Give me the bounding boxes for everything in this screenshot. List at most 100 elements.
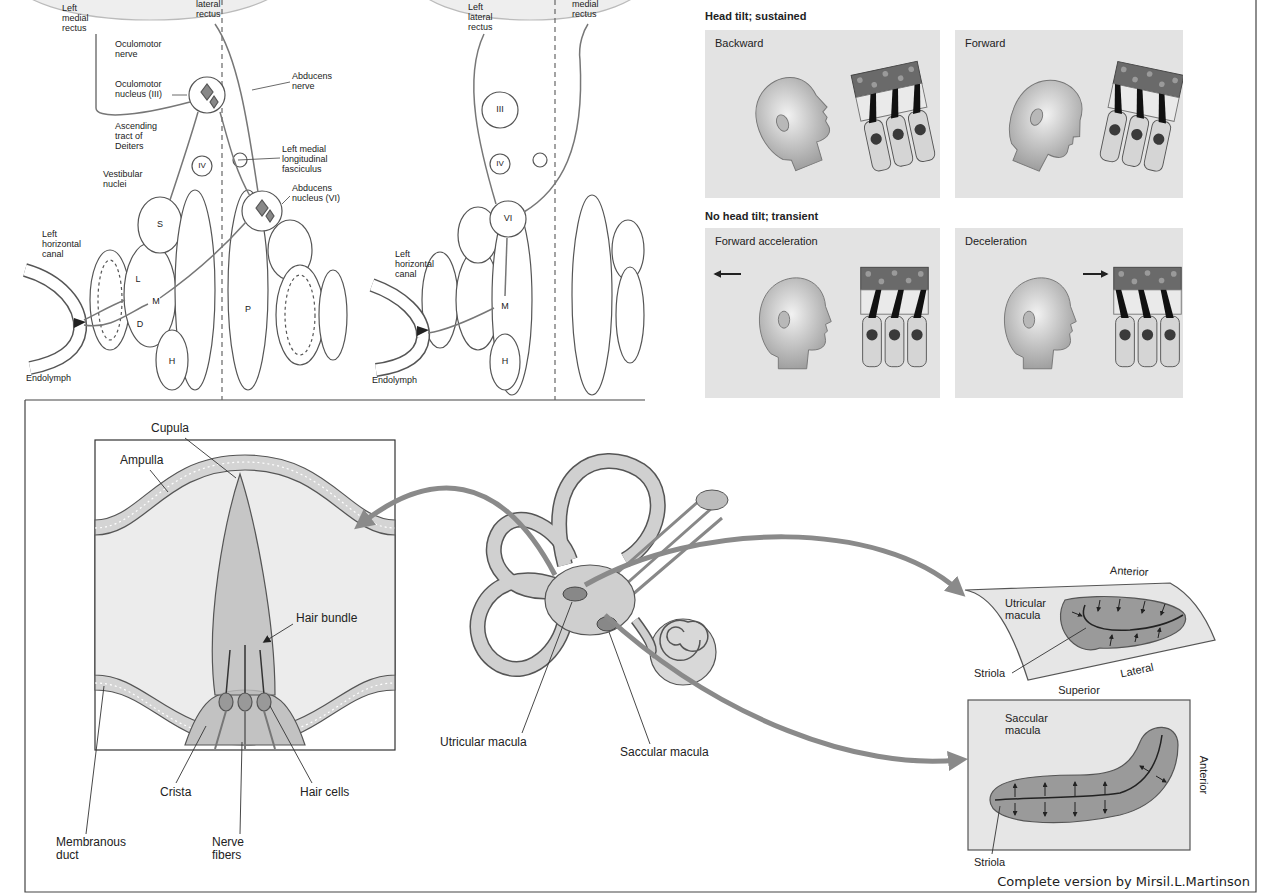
brainstem-circuit xyxy=(372,0,650,400)
pointer-arrow xyxy=(362,488,555,575)
part-label: Utricular macula xyxy=(1005,597,1057,621)
part-label: Crista xyxy=(160,786,191,799)
part-label: Nerve fibers xyxy=(212,836,262,862)
muscle-label: Left lateral rectus xyxy=(468,3,504,33)
nucleus-letter: VI xyxy=(504,214,513,224)
part-label: Left horizontal canal xyxy=(395,250,440,280)
panel-illustration xyxy=(705,228,940,398)
polarity-arrow xyxy=(1072,599,1165,646)
polarity-arrow xyxy=(1045,783,1046,796)
nucleus-letter: L xyxy=(135,275,140,285)
brainstem-circuit xyxy=(192,156,212,176)
part-label: Saccular macula xyxy=(1005,712,1065,736)
hair-cell-figure xyxy=(861,267,929,366)
polarity-arrow xyxy=(1075,782,1076,796)
neural-pathway xyxy=(220,112,250,196)
polarity-arrow xyxy=(1140,766,1150,772)
head-figure xyxy=(759,278,831,369)
saccular-macula xyxy=(995,735,1162,800)
part-label: Cupula xyxy=(151,422,189,435)
head-figure xyxy=(1004,278,1076,369)
saccular-macula xyxy=(968,700,1190,850)
leader-line xyxy=(252,82,290,90)
brainstem-circuit xyxy=(138,197,182,253)
brainstem-circuit xyxy=(98,260,122,340)
inner-ear xyxy=(563,587,587,601)
head-figure xyxy=(744,67,845,178)
inner-ear xyxy=(660,620,708,660)
credit-note: Complete version by Mirsil.L.Martinson xyxy=(997,875,1250,889)
pointer-arrow xyxy=(605,615,958,761)
part-label: Striola xyxy=(974,667,1005,679)
polarity-arrow xyxy=(1110,635,1112,646)
inner-ear xyxy=(545,565,635,635)
panel-illustration xyxy=(955,30,1183,198)
panel-label: Deceleration xyxy=(955,228,1037,254)
part-label: Hair cells xyxy=(300,786,349,799)
frame-line xyxy=(25,0,1256,892)
polarity-arrow xyxy=(1045,802,1046,816)
muscle-label: medial rectus xyxy=(572,0,612,20)
brainstem-circuit xyxy=(189,77,225,113)
panel-label: Backward xyxy=(705,30,773,56)
inner-ear xyxy=(696,490,728,510)
orientation-label: Lateral xyxy=(1119,661,1154,680)
leader-line xyxy=(609,632,650,744)
neural-pathway xyxy=(84,300,125,320)
hair-cell-figure xyxy=(1097,61,1183,172)
hair-cell-figure xyxy=(861,267,929,366)
brainstem-circuit xyxy=(372,285,423,370)
part-label: Ascending tract of Deiters xyxy=(115,122,165,152)
brainstem-circuit xyxy=(156,330,188,390)
neural-pathway xyxy=(84,24,258,326)
muscle-label: lateral rectus xyxy=(196,0,232,20)
nucleus-letter: IV xyxy=(496,160,504,169)
ampulla-inset xyxy=(226,645,264,695)
ampulla-inset xyxy=(95,440,395,750)
part-label: Membranous duct xyxy=(56,836,136,862)
polarity-arrow xyxy=(1135,634,1137,642)
brainstem-circuit xyxy=(410,0,650,20)
part-label: Abducens nerve xyxy=(292,72,347,92)
nucleus-letter: M xyxy=(501,302,509,312)
leader-line xyxy=(282,196,290,204)
orientation-label: Anterior xyxy=(1110,564,1149,578)
motion-arrow xyxy=(715,273,741,275)
neural-pathway xyxy=(96,34,190,115)
neural-pathway xyxy=(474,34,496,204)
neural-pathway xyxy=(524,24,588,212)
brainstem-circuit xyxy=(616,267,644,363)
leader-line xyxy=(992,806,1000,854)
orientation-label: Anterior xyxy=(1198,756,1210,795)
polarity-arrow xyxy=(1015,766,1166,816)
brainstem-circuit xyxy=(319,270,347,360)
inner-ear xyxy=(615,500,722,595)
nucleus-letter: III xyxy=(496,105,504,115)
polarity-arrow xyxy=(1158,628,1160,638)
utricular-macula xyxy=(1060,596,1185,649)
brainstem-circuit xyxy=(554,0,555,400)
leader-line xyxy=(185,438,236,478)
diagram-panel: Forward acceleration xyxy=(705,228,940,398)
muscle-label: Left medial rectus xyxy=(62,4,98,34)
motion-arrow xyxy=(1083,273,1107,275)
part-label: Oculomotor nucleus (III) xyxy=(115,80,173,100)
brainstem-circuit xyxy=(417,326,429,336)
part-label: Left horizontal canal xyxy=(42,230,87,260)
panel-label: Forward xyxy=(955,30,1015,56)
pointer-arrow xyxy=(362,488,958,761)
utricular-macula xyxy=(965,583,1215,680)
polarity-arrow xyxy=(1142,601,1145,613)
polarity-arrow xyxy=(1098,600,1100,611)
pointer-arrow xyxy=(585,537,958,590)
leader-line xyxy=(270,706,312,783)
polarity-arrow xyxy=(1075,802,1076,816)
utricular-macula xyxy=(965,583,1215,680)
part-label: Utricular macula xyxy=(440,736,527,749)
hair-cell-figure xyxy=(1097,61,1183,172)
panel-illustration xyxy=(955,228,1183,398)
polarity-arrow xyxy=(1105,800,1106,813)
neural-pathway xyxy=(428,24,588,333)
brainstem-circuit xyxy=(25,270,80,368)
part-label: Left medial longitudinal fasciculus xyxy=(282,145,346,175)
